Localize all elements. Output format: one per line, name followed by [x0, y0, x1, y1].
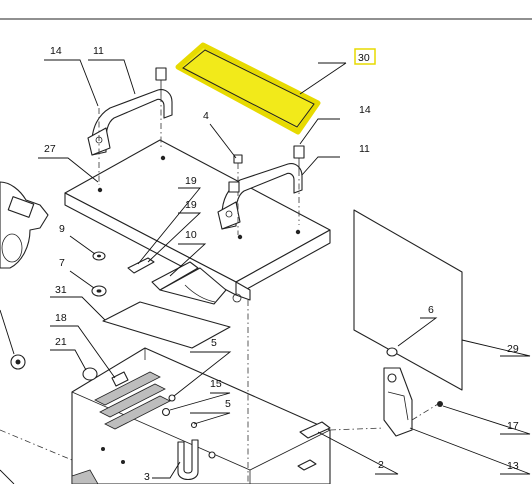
- pin-18: [111, 371, 129, 387]
- part-30-outline: [182, 49, 315, 128]
- callout-21: 21: [55, 336, 67, 348]
- callout-14-right: 14: [359, 104, 371, 116]
- handle-left-11: [87, 89, 173, 156]
- side-fitting: [10, 354, 26, 370]
- callout-30: 30: [358, 52, 370, 64]
- callout-4: 4: [203, 110, 209, 122]
- highlight-part-30: [175, 42, 321, 135]
- base-plate-27: [64, 139, 331, 303]
- callout-19-top: 19: [185, 175, 197, 187]
- screw-5-15: [161, 394, 216, 459]
- knob-21: [82, 367, 98, 381]
- box-assembly-2: [71, 347, 331, 484]
- screw-mid: [228, 181, 240, 193]
- screw-17: [437, 401, 443, 407]
- callout-3: 3: [144, 471, 150, 483]
- callout-17: 17: [507, 420, 519, 432]
- callout-19-mid: 19: [185, 199, 197, 211]
- nut-7: [91, 285, 107, 297]
- nut-6: [386, 347, 398, 357]
- callout-31: 31: [55, 284, 67, 296]
- callout-29: 29: [507, 343, 519, 355]
- callout-2: 2: [378, 459, 384, 471]
- callout-13: 13: [507, 460, 519, 472]
- panel-29: [353, 209, 463, 391]
- connector-assembly: [0, 181, 49, 269]
- callout-5-bottom: 5: [225, 398, 231, 410]
- bracket-13: [383, 367, 413, 437]
- callout-6: 6: [428, 304, 434, 316]
- callout-18: 18: [55, 312, 67, 324]
- callout-10: 10: [185, 229, 197, 241]
- callout-15: 15: [210, 378, 222, 390]
- clip-19-10: [127, 257, 227, 305]
- u-clip-3: [177, 439, 199, 481]
- screw-14-left: [155, 67, 167, 150]
- washer-9: [92, 251, 106, 261]
- screw-14-right: [293, 145, 305, 225]
- plate-31: [102, 301, 231, 349]
- callout-11-right: 11: [359, 143, 370, 155]
- callout-11-top: 11: [93, 45, 104, 57]
- screw-4: [233, 154, 243, 235]
- callout-7: 7: [59, 257, 65, 269]
- callout-14-left: 14: [50, 45, 62, 57]
- callout-9: 9: [59, 223, 65, 235]
- callout-27: 27: [44, 143, 56, 155]
- leader-lines: [0, 59, 531, 484]
- callout-5-top: 5: [211, 337, 217, 349]
